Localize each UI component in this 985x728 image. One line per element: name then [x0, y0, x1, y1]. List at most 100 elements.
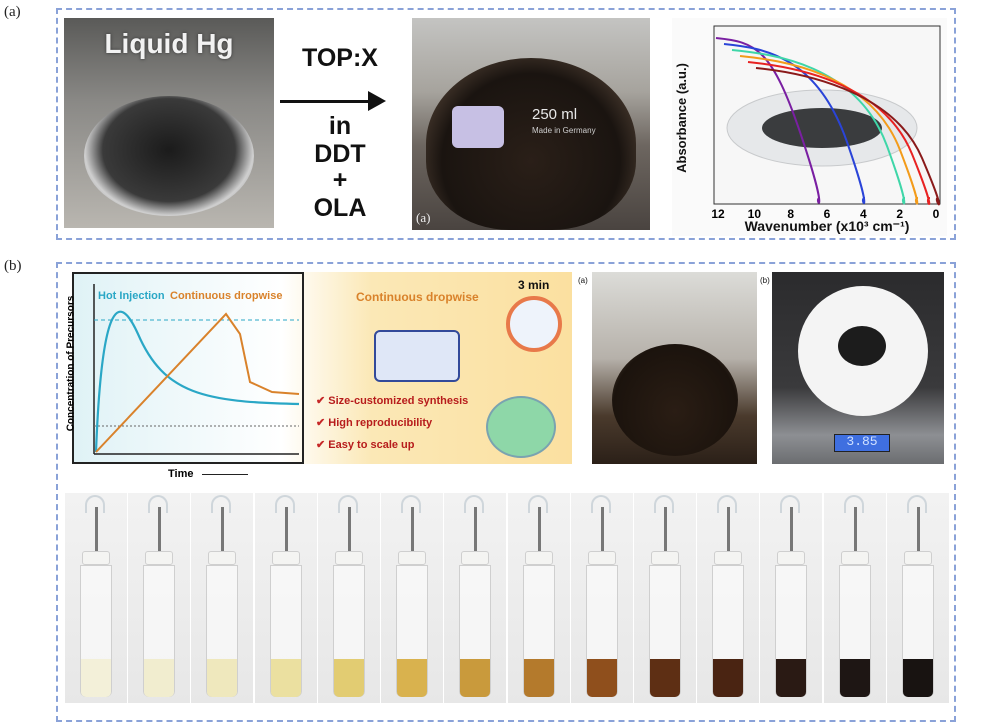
vial-tube — [717, 495, 738, 513]
vial-liquid — [207, 659, 238, 697]
vial-needle — [537, 507, 541, 553]
scale-display — [834, 434, 890, 452]
vial-series — [64, 493, 949, 703]
concentration-svg: Hot Injection Continuous dropwise — [93, 284, 300, 455]
flask-photo: 250 ml Made in Germany (a) — [412, 18, 650, 230]
vial — [760, 493, 823, 703]
vial-liquid — [460, 659, 491, 697]
benefit-3: ✔ Easy to scale up — [316, 438, 415, 451]
vial-tube — [906, 495, 927, 513]
benefit-1: ✔ Size-customized synthesis — [316, 394, 468, 407]
scale-readout: 3.85 — [846, 434, 878, 449]
vial — [886, 493, 949, 703]
vial-needle — [663, 507, 667, 553]
spectrum-curve — [723, 43, 866, 205]
x-tick-label: 10 — [748, 207, 762, 221]
flask-sticker — [452, 106, 504, 148]
vial-cap — [650, 551, 679, 565]
vial — [254, 493, 317, 703]
check-icon: ✔ — [316, 417, 329, 429]
vial-tube — [843, 495, 864, 513]
vial-cap — [398, 551, 427, 565]
spectrum-curve — [715, 37, 821, 204]
vial-needle — [95, 507, 98, 553]
time-label: Time — [168, 468, 194, 480]
hg-dish — [84, 96, 254, 216]
vial-needle — [790, 507, 794, 553]
continuous-dropwise-graph-label: Continuous dropwise — [170, 290, 282, 302]
continuous-dropwise-title: Continuous dropwise — [356, 290, 479, 304]
vial-tube — [780, 495, 801, 513]
vial-liquid — [144, 659, 175, 697]
vial-tube — [590, 495, 611, 513]
condition-line-3: + — [332, 166, 348, 194]
vial — [128, 493, 191, 703]
concentration-ylabel: Concentration of Precursors — [65, 295, 77, 432]
reagent-label: TOP:X — [302, 44, 378, 72]
panel-a-label: (a) — [4, 4, 21, 20]
vial-cap — [271, 551, 300, 565]
photo-d-label: (b) — [760, 276, 770, 285]
vial-tube — [85, 495, 105, 513]
vial-liquid — [397, 659, 428, 697]
vial-liquid — [839, 659, 870, 697]
big-flask — [612, 344, 738, 456]
vial-needle — [474, 507, 478, 553]
spectrum-curve — [747, 61, 931, 205]
vial-liquid — [649, 659, 680, 697]
vial-liquid — [713, 659, 744, 697]
benefit-2: ✔ High reproducibility — [316, 416, 432, 429]
check-icon: ✔ — [316, 439, 329, 451]
syringe-pump-icon — [374, 330, 460, 382]
hot-injection-label: Hot Injection — [98, 290, 165, 302]
vial-tube — [211, 495, 232, 513]
spectra-xlabel: Wavenumber (x10³ cm⁻¹) — [745, 218, 910, 234]
liquid-hg-title: Liquid Hg — [104, 28, 234, 59]
vial — [570, 493, 633, 703]
check-icon: ✔ — [316, 395, 329, 407]
vial — [444, 493, 507, 703]
vial-liquid — [776, 659, 807, 697]
x-tick-label: 8 — [787, 207, 794, 221]
vial-cap — [840, 551, 869, 565]
vial-needle — [347, 507, 351, 553]
vial-needle — [916, 507, 920, 553]
vial-tube — [464, 495, 485, 513]
scaleup-flask-photo: (a) — [578, 272, 757, 464]
x-tick-label: 12 — [711, 207, 725, 221]
condition-line-1: in — [328, 112, 352, 140]
vial-cap — [82, 551, 110, 565]
powder-pile — [838, 326, 886, 366]
spectrum-curve — [739, 55, 919, 205]
vial-cap — [208, 551, 237, 565]
x-tick-label: 0 — [933, 207, 940, 221]
x-tick-label: 4 — [860, 207, 867, 221]
vial — [823, 493, 886, 703]
vial-tube — [274, 495, 295, 513]
vial-needle — [411, 507, 415, 553]
timer-label: 3 min — [518, 278, 550, 292]
vial-tube — [148, 495, 169, 513]
benefit-1-text: Size-customized synthesis — [328, 395, 469, 407]
panel-b-label: (b) — [4, 258, 22, 274]
vial-tube — [337, 495, 358, 513]
flask-sublabel: (a) — [416, 210, 431, 225]
vial-cap — [461, 551, 490, 565]
vial-tube — [401, 495, 422, 513]
vial-liquid — [81, 659, 111, 697]
vial-cap — [903, 551, 932, 565]
vial-needle — [600, 507, 604, 553]
vial-cap — [334, 551, 363, 565]
vial-needle — [727, 507, 731, 553]
panel-a-frame — [56, 8, 956, 240]
reaction-arrow — [280, 100, 375, 103]
vial-cap — [777, 551, 806, 565]
spectra-ylabel: Absorbance (a.u.) — [674, 63, 689, 173]
condition-line-4: OLA — [313, 194, 367, 222]
timer-icon — [506, 296, 562, 352]
vial-cap — [145, 551, 174, 565]
vial-cap — [714, 551, 743, 565]
vial-liquid — [586, 659, 617, 697]
